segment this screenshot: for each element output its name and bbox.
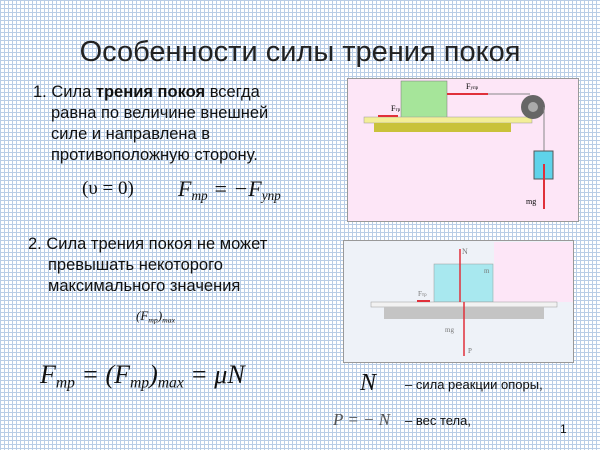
subscript: max	[162, 315, 176, 325]
cyan-block	[433, 263, 494, 303]
page-number: 1	[560, 422, 567, 436]
fmax-small: (Fтр)max	[136, 308, 175, 324]
label-n: N	[462, 247, 468, 256]
symbol: F	[40, 360, 56, 389]
text-line: превышать некоторого	[48, 256, 223, 274]
subscript: тр	[130, 374, 150, 392]
label-ftr: Fтр	[418, 290, 427, 298]
text: Сила трения покоя не может	[46, 235, 268, 253]
max-friction-formula: Fтр = (Fтр)max = μN	[40, 360, 245, 393]
subscript: тр	[191, 187, 208, 203]
table-top	[363, 116, 533, 124]
table-base	[374, 123, 511, 132]
slide-title: Особенности силы трения покоя	[79, 36, 521, 68]
symbol: = μN	[183, 360, 245, 389]
n-description: – сила реакции опоры,	[405, 377, 543, 392]
text: Сила	[51, 83, 96, 101]
figure-static-friction-pulley: Fупр Fтр mg	[347, 78, 579, 222]
symbol: (F	[136, 308, 149, 323]
symbol: )	[149, 360, 158, 389]
subscript: упр	[261, 187, 281, 203]
bold-text: трения покоя	[95, 83, 206, 101]
subscript: max	[157, 374, 184, 392]
text-line: противоположную сторону.	[51, 146, 258, 164]
symbol: F	[178, 176, 192, 201]
n-symbol: N	[360, 370, 377, 396]
point-2: 2. Сила трения покоя не может превышать …	[28, 234, 338, 297]
label-mg: mg	[445, 326, 454, 334]
point-1: 1. Сила трения покоя всегда равна по вел…	[33, 82, 333, 166]
text-line: равна по величине внешней	[51, 104, 269, 122]
friction-formula: Fтр = −Fупр	[178, 176, 281, 204]
label-p: P	[468, 347, 472, 355]
text-line: силе и направлена в	[51, 125, 211, 143]
label-mg: mg	[526, 197, 536, 206]
label-fupr: Fупр	[466, 82, 479, 91]
weight-formula: P = − N	[333, 410, 391, 429]
weight-description: – вес тела,	[405, 413, 471, 428]
pink-area	[494, 242, 573, 302]
condition-formula: (υ = 0)	[82, 178, 134, 199]
subscript: тр	[55, 374, 75, 392]
text: всегда	[205, 83, 260, 101]
green-block	[400, 80, 448, 119]
symbol: = −F	[213, 176, 262, 201]
pulley-axle	[528, 102, 538, 112]
text-line: максимального значения	[48, 277, 241, 295]
label-ftr: Fтр	[391, 104, 401, 113]
point-number: 2.	[28, 235, 42, 253]
point-number: 1.	[33, 83, 47, 101]
subscript: тр	[148, 315, 158, 325]
figure-support-reaction: N m Fтр mg P	[343, 240, 574, 363]
symbol: )	[157, 308, 163, 323]
symbol: = (F	[74, 360, 131, 389]
label-m: m	[484, 267, 490, 275]
